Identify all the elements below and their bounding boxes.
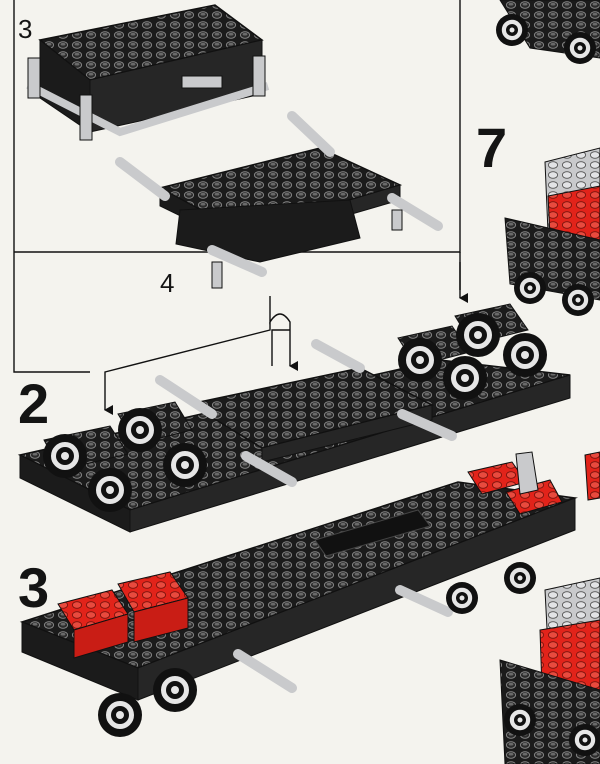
inset-assembly-3 (26, 4, 270, 141)
step-2-number: 2 (18, 372, 50, 435)
inset-assembly-4 (115, 111, 443, 289)
inset-step-4-number: 4 (160, 268, 175, 298)
connector-arrows (104, 262, 468, 415)
step-3-number: 3 (18, 556, 50, 619)
step-3-assembly (19, 451, 578, 738)
step-7-number: 7 (476, 116, 508, 179)
step-2-assembly (17, 303, 571, 533)
step-7-partial-right (495, 0, 600, 764)
inset-step-3-number: 3 (18, 14, 33, 44)
